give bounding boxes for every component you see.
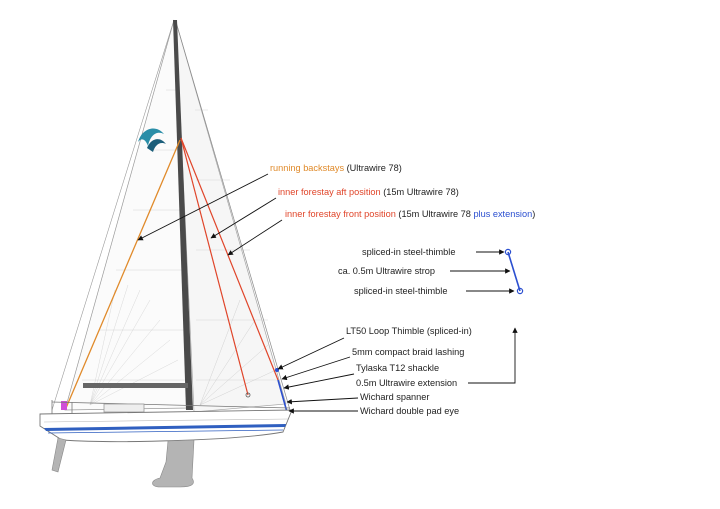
label-running-backstays: running backstays (Ultrawire 78) [270,163,402,173]
arrow-lashing [281,356,351,381]
stern-fitting [61,401,67,410]
backstay [51,19,175,411]
label-pad-eye: Wichard double pad eye [360,406,459,416]
strop-detail [504,248,524,295]
label-loop-thimble: LT50 Loop Thimble (spliced-in) [346,326,472,336]
label-shackle: Tylaska T12 shackle [356,363,439,373]
label-spanner: Wichard spanner [360,392,429,402]
deck-gear [51,400,291,414]
wave-logo-icon [138,128,166,152]
inner-forestay-aft-line [180,137,249,396]
label-thimble-top: spliced-in steel-thimble [362,247,455,257]
boom [83,383,188,388]
mainsail [64,19,189,411]
arrow-inner-forestay-front [227,219,283,256]
label-extension: 0.5m Ultrawire extension [356,378,457,388]
label-strop: ca. 0.5m Ultrawire strop [338,266,435,276]
arrow-shackle [283,373,355,390]
forestay [175,21,291,411]
arrow-extension [468,327,518,384]
extension-line [277,379,288,413]
hull [39,409,293,443]
label-thimble-bottom: spliced-in steel-thimble [354,286,447,296]
forestay-aft-tack-point [245,392,251,398]
running-backstay-line [65,139,181,409]
arrow-inner-forestay-aft [210,197,277,239]
rudder [51,437,67,473]
label-inner-forestay-front: inner forestay front position (15m Ultra… [285,209,535,219]
arrow-running-backstays [137,173,269,241]
arrow-spanner [286,397,359,405]
keel [152,439,195,488]
inner-forestay-front-line [180,137,279,381]
arrow-loop-thimble [277,337,345,370]
label-lashing: 5mm compact braid lashing [352,347,464,357]
genoa [175,21,287,413]
mast [173,20,193,410]
label-inner-forestay-aft: inner forestay aft position (15m Ultrawi… [278,187,459,197]
